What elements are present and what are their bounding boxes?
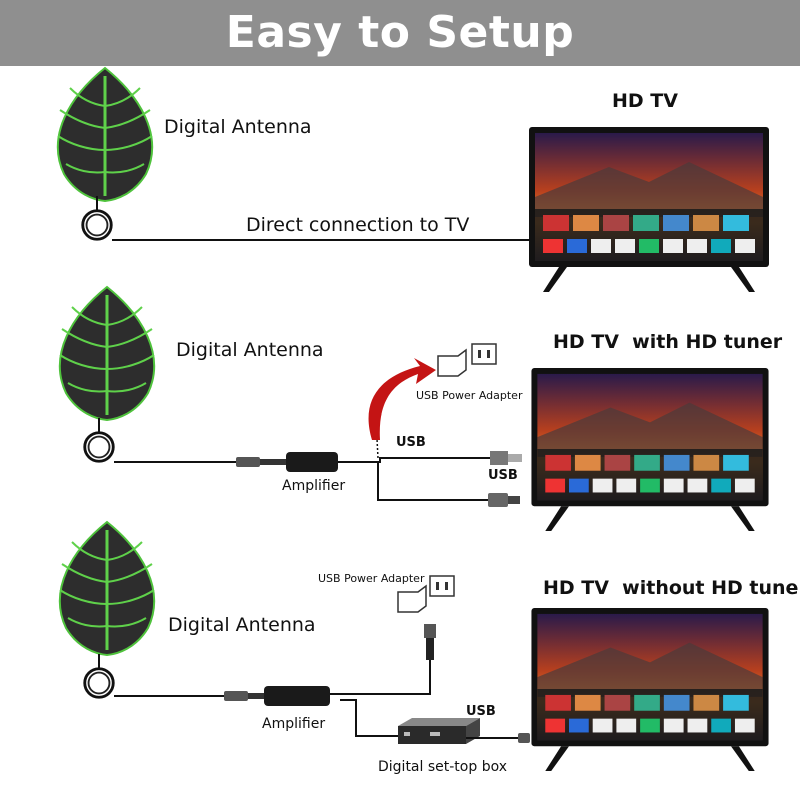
tv-icon xyxy=(531,368,769,531)
tv-icon xyxy=(529,127,769,292)
tv-icon xyxy=(531,608,769,771)
coax-connector-icon xyxy=(488,493,508,507)
antenna-label: Digital Antenna xyxy=(176,339,324,361)
usb-label: USB xyxy=(396,435,426,450)
adapter-label: USB Power Adapter xyxy=(416,389,523,402)
usb-power-adapter-icon xyxy=(437,343,497,377)
header-bar: Easy to Setup xyxy=(0,0,800,66)
coax-connector-icon xyxy=(236,457,260,467)
amplifier-label: Amplifier xyxy=(262,716,326,732)
tv-label: HD TV with HD tuner xyxy=(553,331,783,353)
amplifier-icon xyxy=(264,686,330,706)
red-arrow-icon xyxy=(368,358,436,440)
page-title: Easy to Setup xyxy=(225,7,575,58)
usb-plug-label: USB xyxy=(488,468,518,483)
usb-power-adapter-icon xyxy=(397,575,455,613)
antenna-label: Digital Antenna xyxy=(164,116,312,138)
usb-label: USB xyxy=(466,704,496,719)
cable-coil-icon xyxy=(83,431,115,463)
antenna-label: Digital Antenna xyxy=(168,614,316,636)
connection-label: Direct connection to TV xyxy=(246,214,470,236)
tv-label: HD TV xyxy=(612,90,678,112)
adapter-label: USB Power Adapter xyxy=(318,572,425,585)
cable-coil-icon xyxy=(83,667,115,699)
coax-connector-icon xyxy=(224,691,248,701)
tv-label: HD TV without HD tuner xyxy=(543,577,800,599)
settop-label: Digital set-top box xyxy=(378,759,508,775)
leaf-antenna-icon xyxy=(56,66,154,203)
cable-coil-icon xyxy=(81,209,113,241)
amplifier-icon xyxy=(286,452,338,472)
leaf-antenna-icon xyxy=(58,285,156,422)
usb-plug-icon xyxy=(490,451,508,465)
usb-plug-icon xyxy=(424,624,436,638)
amplifier-label: Amplifier xyxy=(282,478,346,494)
leaf-antenna-icon xyxy=(58,520,156,657)
set-top-box-icon xyxy=(398,718,480,744)
